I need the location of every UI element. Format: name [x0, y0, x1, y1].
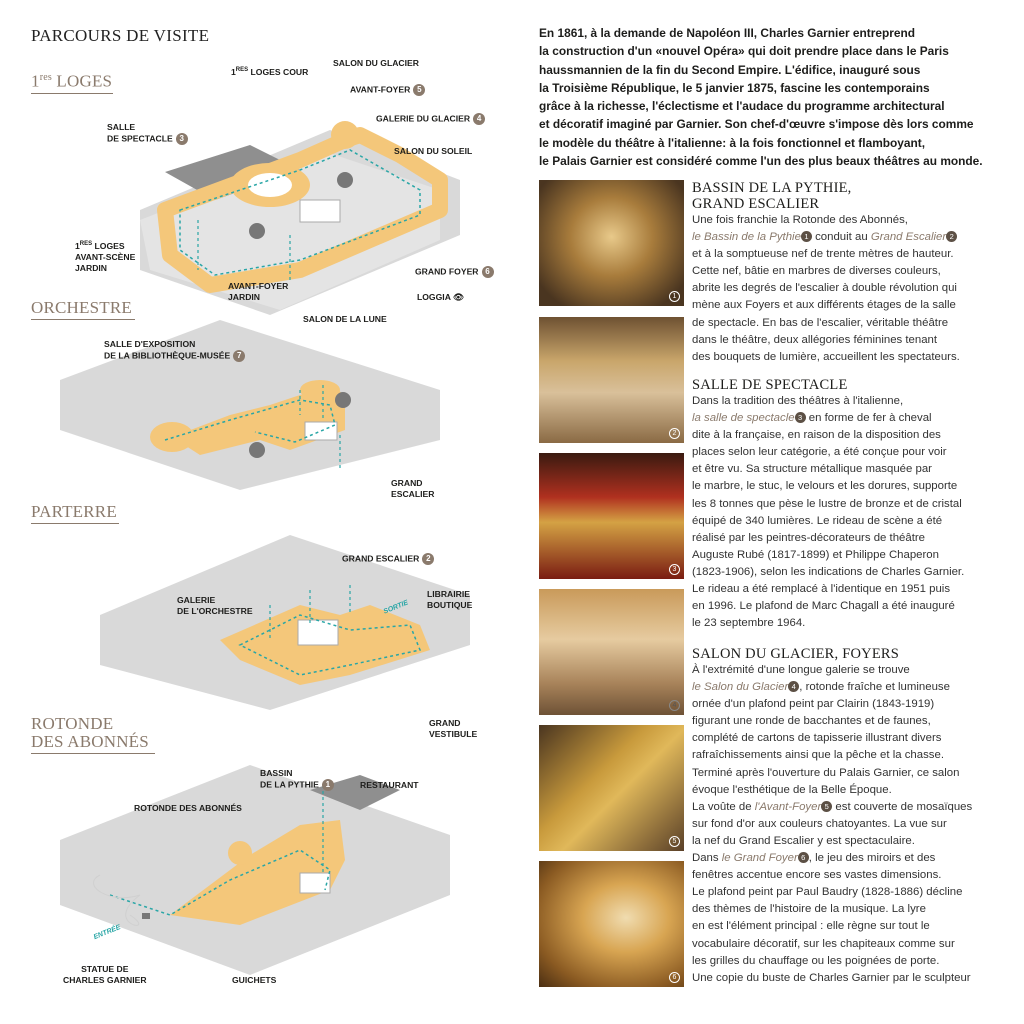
section-title: BASSIN DE LA PYTHIE,GRAND ESCALIER — [692, 180, 852, 212]
map-parterre — [100, 535, 470, 710]
level-title-orchestre: ORCHESTRE — [31, 299, 135, 320]
photo-bassin-pythie: 1 — [539, 180, 684, 306]
page-title: PARCOURS DE VISITE — [31, 26, 210, 45]
level-title-rotonde: ROTONDE DES ABONNÉS — [31, 715, 155, 754]
label-loggia: LOGGIA 👁 — [417, 292, 464, 302]
map-loges — [140, 121, 460, 315]
label-rotonde-abonnes: ROTONDE DES ABONNÉS — [134, 803, 242, 813]
photo-salle-de-spectacle: 3 — [539, 453, 684, 579]
photo-grand-foyer: 6 — [539, 861, 684, 987]
section-body: À l'extrémité d'une longue galerie se tr… — [692, 664, 973, 984]
intro-paragraph: En 1861, à la demande de Napoléon III, C… — [539, 26, 983, 169]
section-salle-de-spectacle: SALLE DE SPECTACLE Dans la tradition des… — [692, 377, 998, 632]
label-salon-du-soleil: SALON DU SOLEIL — [394, 146, 473, 156]
section-title: SALON DU GLACIER, FOYERS — [692, 646, 900, 662]
level-title-parterre: PARTERRE — [31, 503, 119, 524]
label-1res-loges-cour: 1RES LOGES COUR — [231, 66, 309, 77]
photo-salon-du-glacier: 4 — [539, 589, 684, 715]
label-guichets: GUICHETS — [232, 975, 277, 985]
level-title-loges: 1res LOGES — [31, 69, 113, 94]
section-bassin-grand-escalier: BASSIN DE LA PYTHIE,GRAND ESCALIER Une f… — [692, 180, 998, 366]
label-salon-du-glacier: SALON DU GLACIER — [333, 58, 419, 68]
map-rotonde — [60, 765, 450, 975]
photo-avant-foyer: 5 — [539, 725, 684, 851]
eye-icon: 👁 — [452, 292, 464, 302]
label-salon-de-la-lune: SALON DE LA LUNE — [303, 314, 387, 324]
section-title: SALLE DE SPECTACLE — [692, 377, 848, 393]
section-body: Une fois franchie la Rotonde des Abonnés… — [692, 214, 960, 363]
label-restaurant: RESTAURANT — [360, 780, 419, 790]
photo-grand-escalier: 2 — [539, 317, 684, 443]
section-salon-du-glacier-foyers: SALON DU GLACIER, FOYERS À l'extrémité d… — [692, 646, 998, 987]
map-orchestre — [60, 320, 440, 490]
section-body: Dans la tradition des théâtres à l'itali… — [692, 395, 965, 630]
